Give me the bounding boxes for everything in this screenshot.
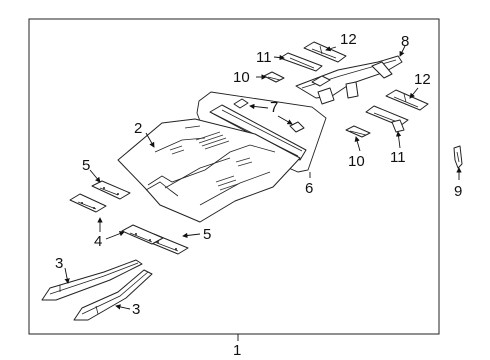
callout-labels: 1 2 3 3 4 5 5 6 7 8 9 10 10 11 11 12 12 [55, 31, 462, 359]
callout-10-lower: 10 [348, 153, 365, 170]
part-11-bracket-upper [279, 52, 323, 72]
part-12-bracket-upper [303, 41, 347, 63]
part-10-plate-lower [345, 125, 371, 138]
part-11-bracket-lower [365, 105, 409, 133]
diagram-frame [28, 18, 440, 335]
callout-8: 8 [401, 33, 409, 50]
part-4-bracket-lower [121, 224, 164, 245]
part-6-group-outline [196, 91, 327, 173]
callout-3-lower: 3 [132, 301, 140, 318]
part-9-bracket [453, 145, 463, 169]
part-3-side-rail-upper [41, 259, 143, 301]
leader-lines [64, 45, 462, 310]
callout-6: 6 [305, 180, 313, 197]
callout-5-lower: 5 [203, 226, 211, 243]
callout-1: 1 [233, 342, 241, 359]
part-10-plate-upper [263, 71, 285, 83]
part-4-bracket-upper [69, 193, 107, 213]
callout-4: 4 [94, 233, 102, 250]
callout-11-lower: 11 [390, 149, 406, 166]
callout-7: 7 [270, 99, 278, 116]
callout-12-lower: 12 [414, 71, 431, 88]
callout-9: 9 [454, 183, 462, 200]
part-8-rear-crossmember [295, 55, 403, 105]
callout-3-upper: 3 [55, 255, 63, 272]
part-12-bracket-lower [385, 89, 429, 111]
part-2-floor-pan [117, 118, 301, 223]
part-5-bracket-upper [91, 180, 131, 200]
callout-5-upper: 5 [82, 157, 90, 174]
callout-2: 2 [134, 120, 142, 137]
callout-12-upper: 12 [340, 31, 357, 48]
callout-11-upper: 11 [256, 49, 272, 66]
part-3-side-rail-lower [73, 269, 153, 321]
callout-10-upper: 10 [233, 69, 250, 86]
